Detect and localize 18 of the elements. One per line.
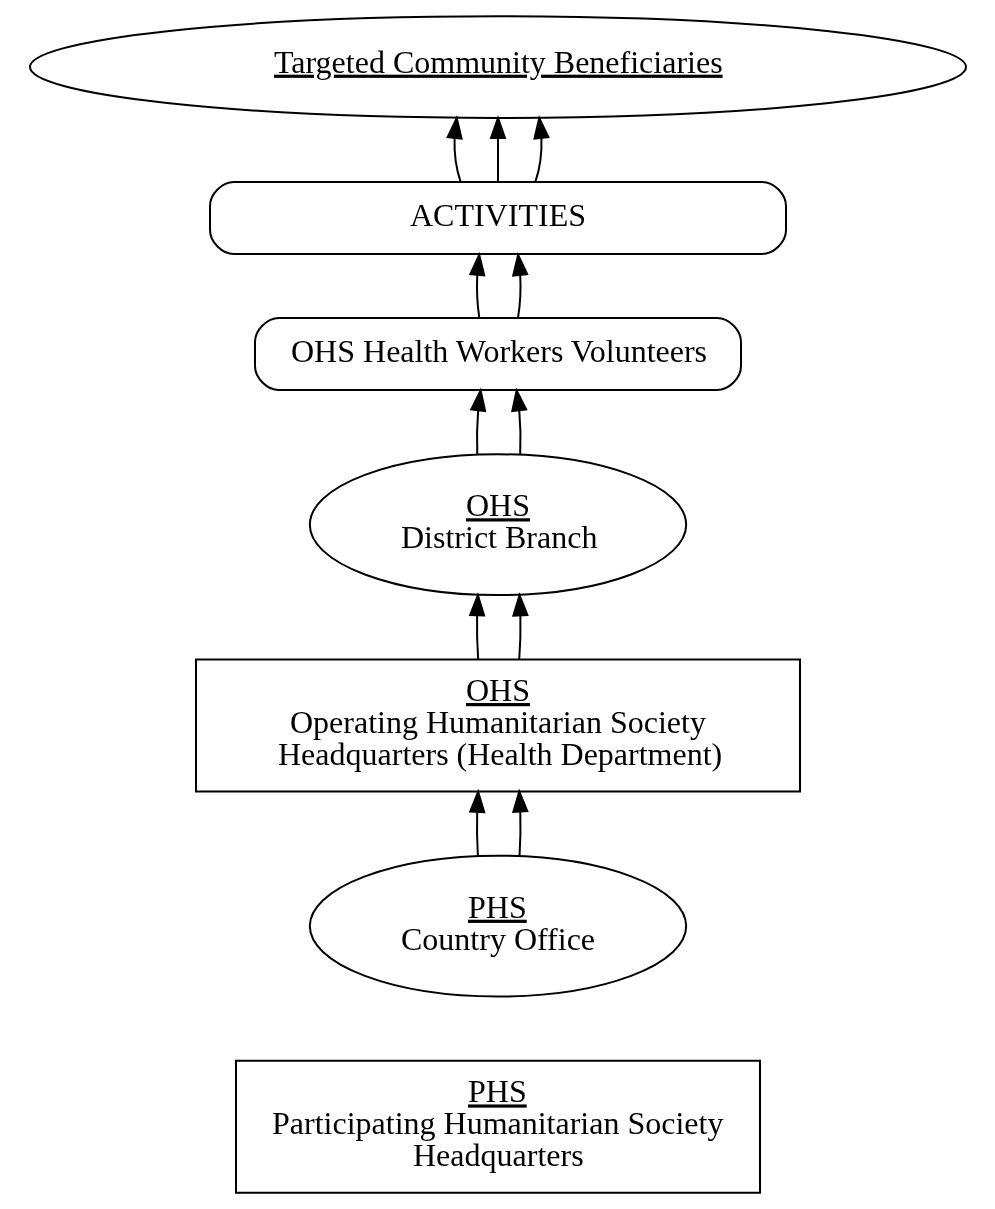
node-ellipse: PHS Country Office xyxy=(308,854,687,998)
arrow xyxy=(511,788,529,857)
arrow xyxy=(532,114,550,183)
arrow xyxy=(468,592,485,660)
arrow xyxy=(489,114,506,183)
arrow xyxy=(445,114,463,183)
node-box: OHS Health Workers Volunteers xyxy=(253,317,742,391)
node-box: ACTIVITIES xyxy=(208,181,787,255)
arrow xyxy=(468,251,486,319)
node-box: PHS Participating Humanitarian Society Headquarters xyxy=(234,1059,761,1194)
node-ellipse: Targeted Community Beneficiaries xyxy=(28,15,967,119)
arrow xyxy=(469,387,486,455)
arrow xyxy=(511,592,529,660)
node-ellipse: OHS District Branch xyxy=(308,453,687,597)
node-box: OHS Operating Humanitarian Society Headquarters (Health Department) xyxy=(194,658,801,793)
arrow xyxy=(510,387,528,455)
arrow xyxy=(511,251,529,319)
arrow xyxy=(468,788,486,857)
